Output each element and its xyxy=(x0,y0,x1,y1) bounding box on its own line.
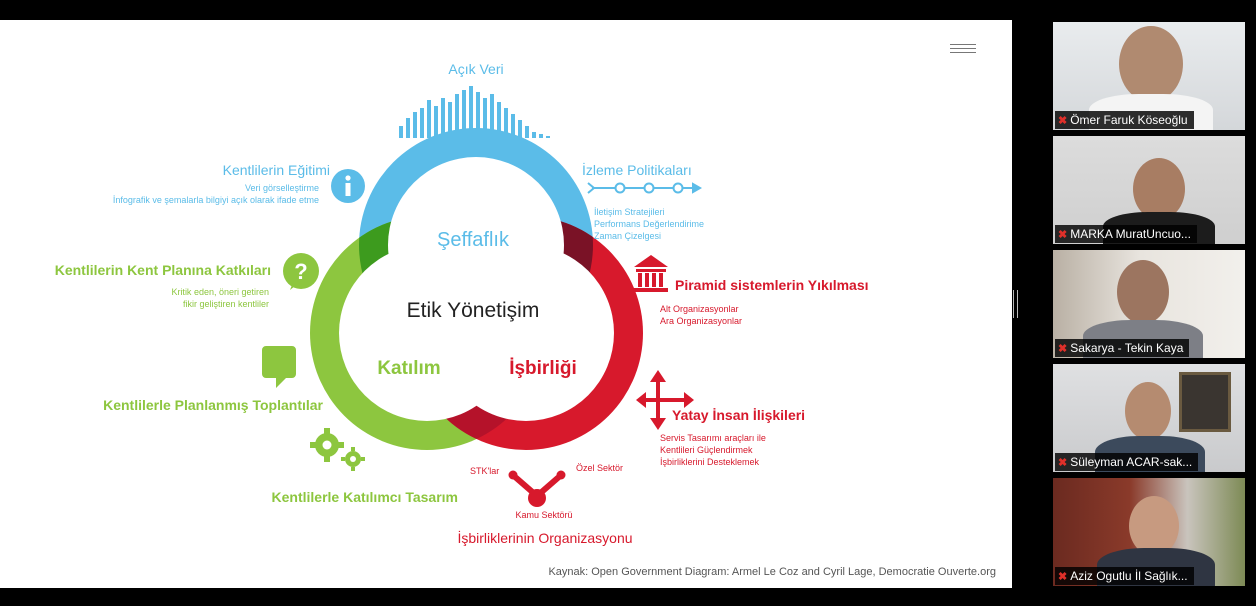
open-data-bars xyxy=(399,86,550,138)
participant-name: Sakarya - Tekin Kaya xyxy=(1070,341,1184,355)
shared-slide: Şeffaflık Katılım İşbirliği Etik Yönetiş… xyxy=(0,20,1012,588)
mic-muted-icon: ✖ xyxy=(1058,456,1068,469)
center-title: Etik Yönetişim xyxy=(407,299,540,322)
mic-muted-icon: ✖ xyxy=(1058,570,1068,583)
contribution-sub-1: Kritik eden, öneri getiren xyxy=(171,287,269,297)
participant-name: Aziz Ogutlu İl Sağlık... xyxy=(1070,569,1188,583)
private-sector-label: Özel Sektör xyxy=(576,463,623,473)
education-sub-1: Veri görselleştirme xyxy=(245,183,319,193)
participatory-design-title: Kentlilerle Katılımcı Tasarım xyxy=(272,489,458,505)
pyramid-sub-2: Ara Organizasyonlar xyxy=(660,316,742,326)
participation-label: Katılım xyxy=(377,358,440,379)
mic-muted-icon: ✖ xyxy=(1058,228,1068,241)
gears-icon xyxy=(310,428,365,471)
participant-name-tag: ✖ Aziz Ogutlu İl Sağlık... xyxy=(1055,567,1194,585)
participant-name-tag: ✖ MARKA MuratUncuo... xyxy=(1055,225,1197,243)
participant-name: Süleyman ACAR-sak... xyxy=(1070,455,1193,469)
panel-resize-handle[interactable] xyxy=(1013,290,1018,318)
education-title: Kentlilerin Eğitimi xyxy=(223,162,330,178)
participant-name-tag: ✖ Süleyman ACAR-sak... xyxy=(1055,453,1199,471)
ngo-label: STK'lar xyxy=(470,466,499,476)
svg-text:?: ? xyxy=(294,259,307,284)
open-government-diagram: Şeffaflık Katılım İşbirliği Etik Yönetiş… xyxy=(55,61,869,546)
transparency-label: Şeffaflık xyxy=(437,229,510,251)
monitoring-sub-2: Performans Değerlendirime xyxy=(594,219,704,229)
participant-tile[interactable]: ✖ Aziz Ogutlu İl Sağlık... xyxy=(1053,478,1245,586)
slide-menu-icon[interactable] xyxy=(950,44,976,54)
timeline-icon xyxy=(587,182,703,194)
participant-name-tag: ✖ Sakarya - Tekin Kaya xyxy=(1055,339,1190,357)
horizontal-relations-sub-1: Servis Tasarımı araçları ile xyxy=(660,433,766,443)
mic-muted-icon: ✖ xyxy=(1058,114,1068,127)
participant-name: MARKA MuratUncuo... xyxy=(1070,227,1191,241)
participant-tile[interactable]: ✖ Ömer Faruk Köseoğlu xyxy=(1053,22,1245,130)
info-icon xyxy=(331,169,365,203)
source-citation: Kaynak: Open Government Diagram: Armel L… xyxy=(548,566,996,578)
participant-tile[interactable]: ✖ Sakarya - Tekin Kaya xyxy=(1053,250,1245,358)
organization-title: İşbirliklerinin Organizasyonu xyxy=(457,529,632,546)
participant-name-tag: ✖ Ömer Faruk Köseoğlu xyxy=(1055,111,1194,129)
monitoring-title: İzleme Politikaları xyxy=(582,161,692,178)
monitoring-sub-1: İletişim Stratejileri xyxy=(594,207,665,217)
collaboration-label: İşbirliği xyxy=(509,358,577,379)
pyramid-sub-1: Alt Organizasyonlar xyxy=(660,304,739,314)
horizontal-relations-title: Yatay İnsan İlişkileri xyxy=(672,407,805,423)
pillars-icon xyxy=(634,255,668,292)
participant-name: Ömer Faruk Köseoğlu xyxy=(1070,113,1188,127)
participant-tile[interactable]: ✖ Süleyman ACAR-sak... xyxy=(1053,364,1245,472)
network-icon xyxy=(508,470,566,507)
arrows-cross-icon xyxy=(636,370,694,430)
horizontal-relations-sub-2: Kentlileri Güçlendirmek xyxy=(660,445,753,455)
speech-bubble-icon xyxy=(262,346,296,388)
participant-tile[interactable]: ✖ MARKA MuratUncuo... xyxy=(1053,136,1245,244)
open-data-label: Açık Veri xyxy=(448,61,503,77)
horizontal-relations-sub-3: İşbirliklerini Desteklemek xyxy=(660,457,760,467)
mic-muted-icon: ✖ xyxy=(1058,342,1068,355)
education-sub-2: İnfografik ve şemalarla bilgiyi açık ola… xyxy=(113,195,319,205)
contribution-sub-2: fikir geliştiren kentliler xyxy=(183,299,269,309)
question-icon: ? xyxy=(283,253,319,290)
pyramid-title: Piramid sistemlerin Yıkılması xyxy=(675,277,869,293)
public-sector-label: Kamu Sektörü xyxy=(515,510,572,520)
meetings-title: Kentlilerle Planlanmış Toplantılar xyxy=(103,397,323,413)
contribution-title: Kentlilerin Kent Planına Katkıları xyxy=(55,262,271,278)
monitoring-sub-3: Zaman Çizelgesi xyxy=(594,231,661,241)
